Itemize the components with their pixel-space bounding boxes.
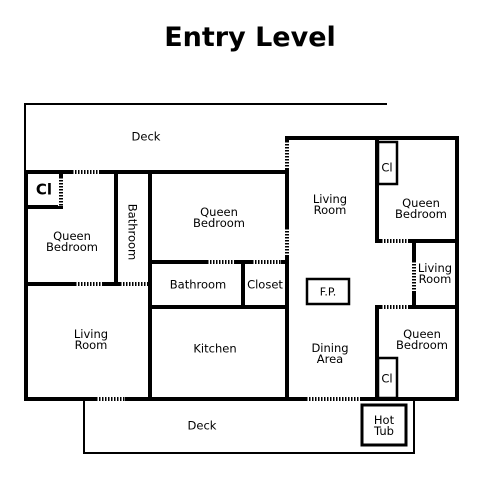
queen-bedroom-top-right-label: Queen Bedroom <box>394 196 448 221</box>
deck-top-outline <box>24 103 387 172</box>
bathroom-vertical-label: Bathroom <box>125 203 140 261</box>
queen-bedroom-left-label: Queen Bedroom <box>45 229 99 254</box>
closet-box-top-right <box>376 140 399 186</box>
queen-bedroom-center-label: Queen Bedroom <box>192 205 246 230</box>
bathroom-label: Bathroom <box>169 277 227 292</box>
deck-top-label: Deck <box>131 129 161 144</box>
deck-bottom-label: Deck <box>187 418 217 433</box>
living-room-center-label: Living Room <box>312 192 348 217</box>
kitchen-label: Kitchen <box>193 341 237 356</box>
closet-top-right-label: Cl <box>381 160 393 175</box>
living-room-right-label: Living Room <box>417 261 453 286</box>
closet-left-label: Cl <box>35 180 53 199</box>
fireplace-box <box>305 277 351 306</box>
page-title: Entry Level <box>164 22 336 53</box>
deck-bottom-outline <box>83 399 415 454</box>
fireplace-label: F.P. <box>319 285 337 299</box>
queen-bedroom-bottom-right-label: Queen Bedroom <box>395 327 449 352</box>
living-room-left-label: Living Room <box>73 327 109 352</box>
hot-tub-label: Hot Tub <box>373 413 395 438</box>
doorways <box>58 141 417 402</box>
closet-label: Closet <box>247 277 283 292</box>
closet-box-bottom-right <box>376 356 399 400</box>
closet-bottom-right-label: Cl <box>381 371 393 386</box>
dining-area-label: Dining Area <box>311 341 349 366</box>
hot-tub-box <box>360 403 408 447</box>
